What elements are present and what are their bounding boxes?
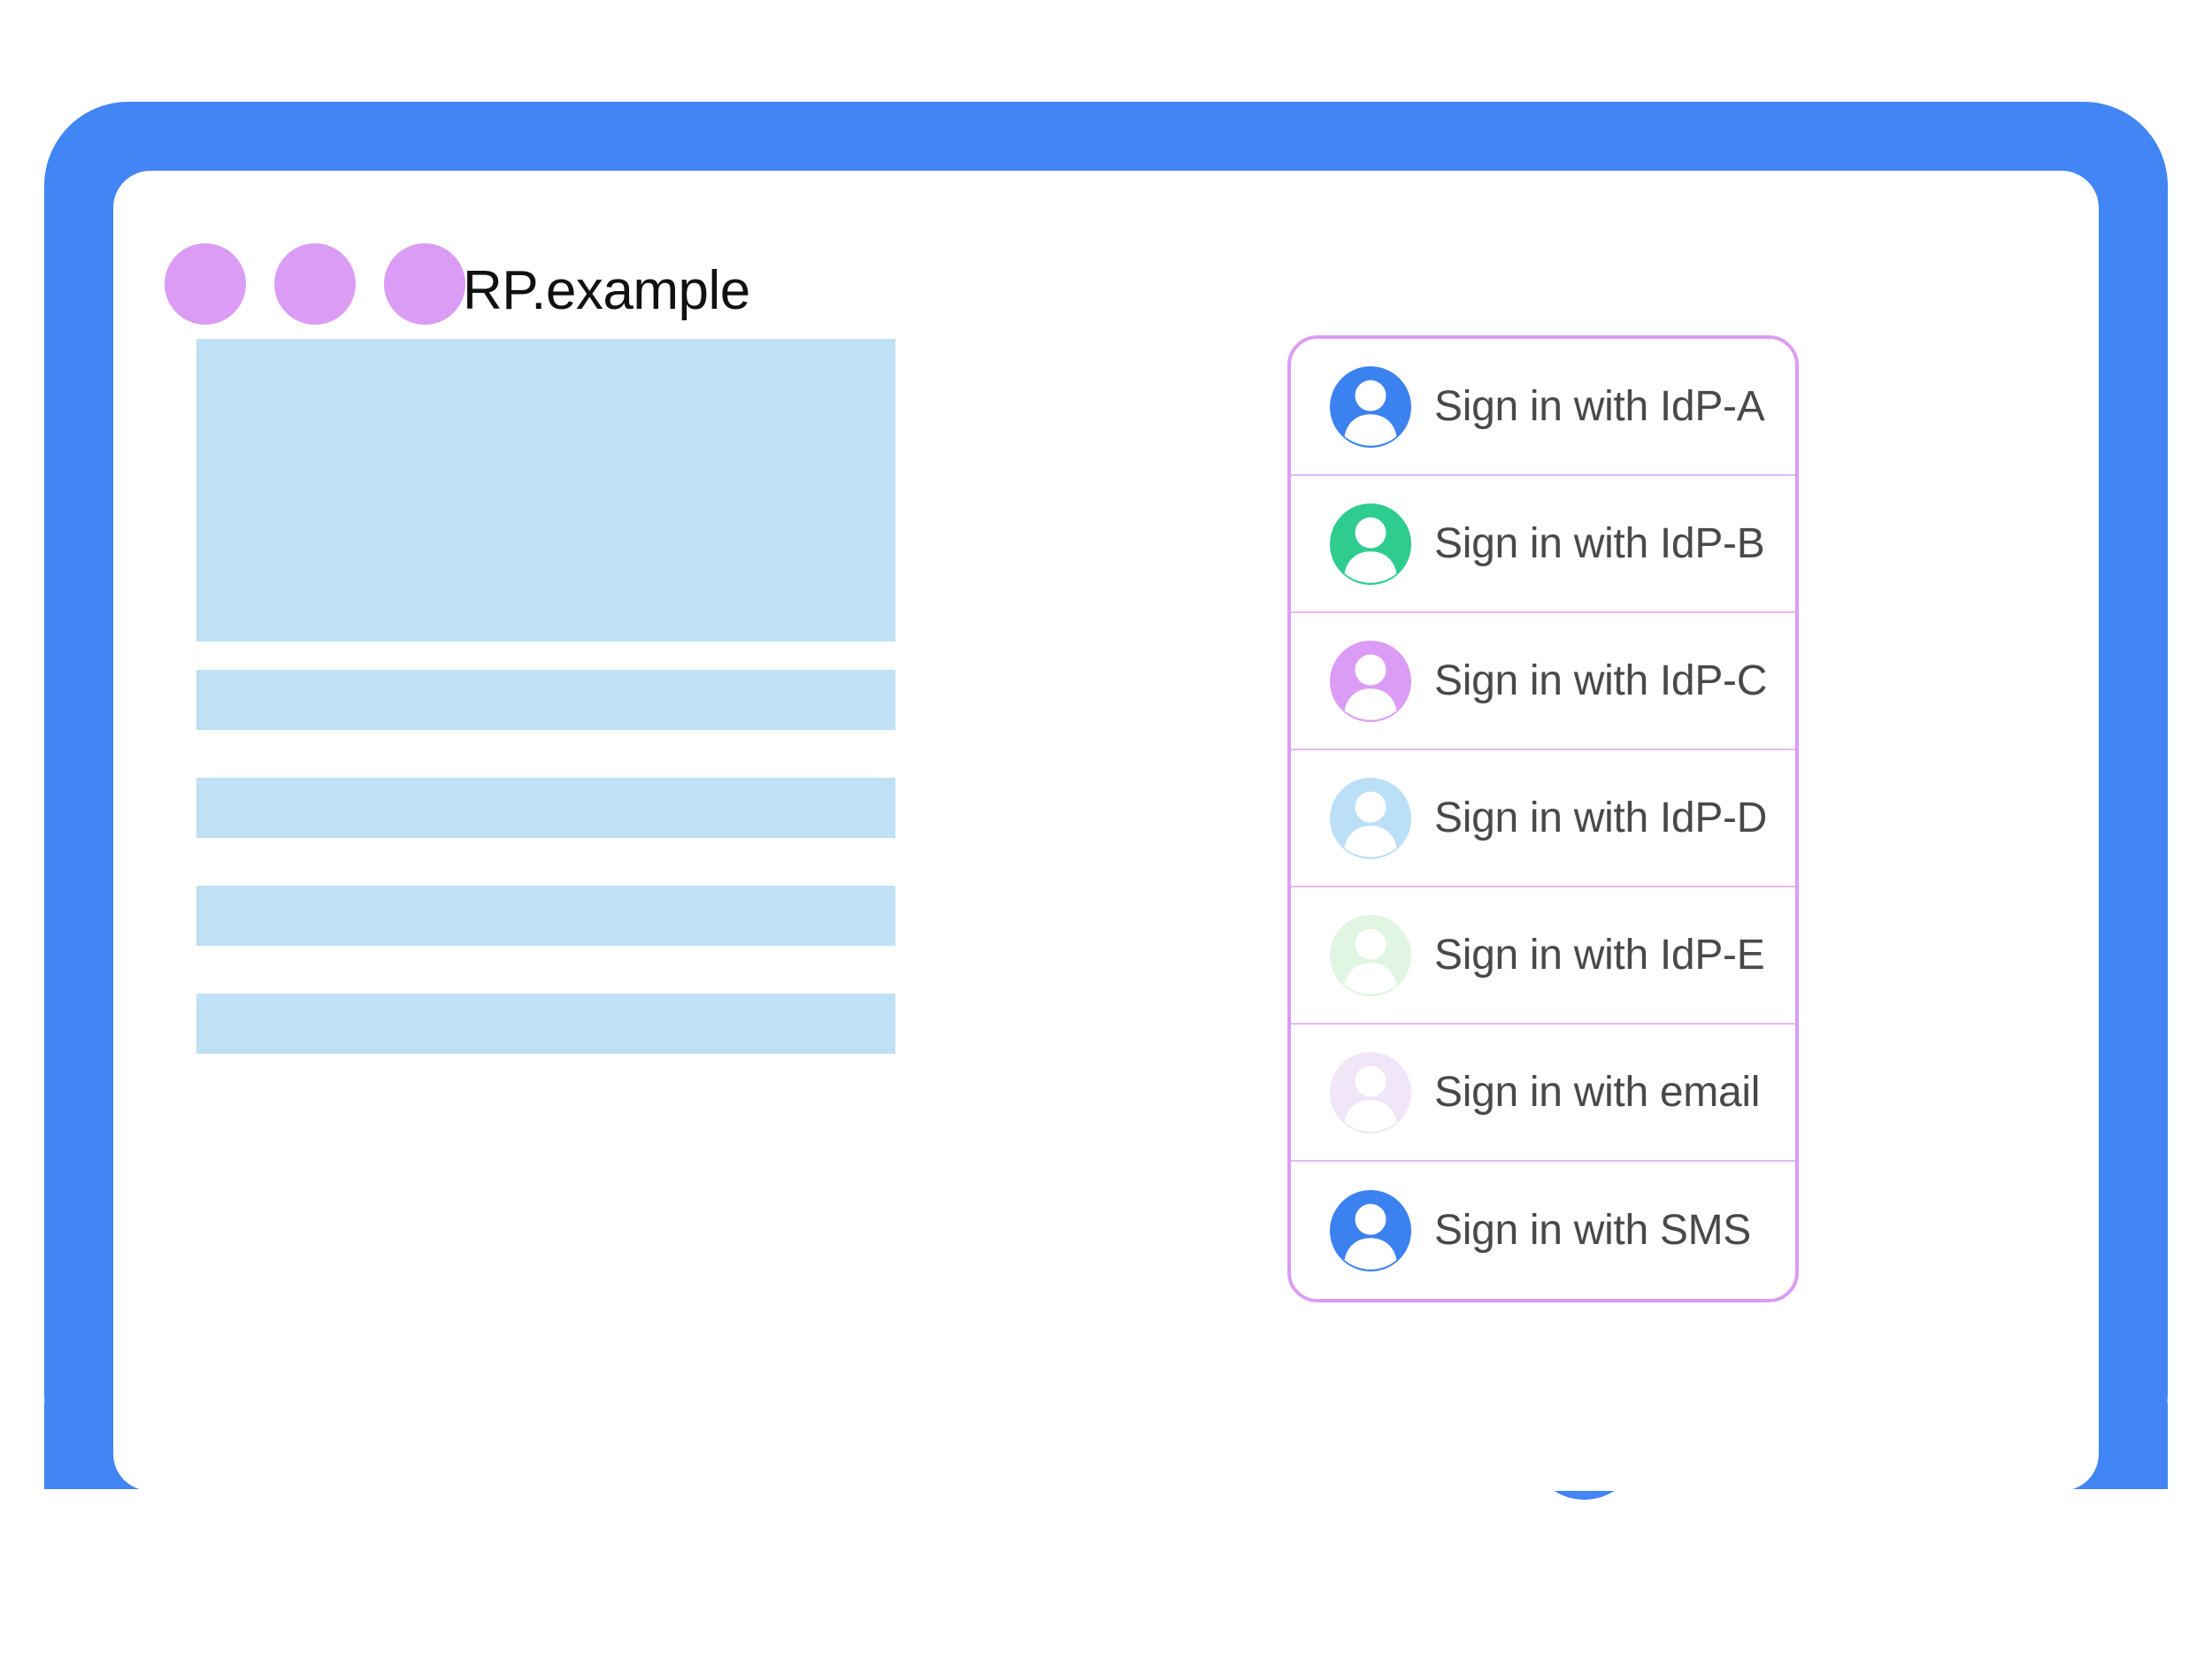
signin-option-label: Sign in with IdP-B (1434, 520, 1765, 567)
signin-option-label: Sign in with SMS (1434, 1207, 1752, 1254)
signin-option-label: Sign in with IdP-E (1434, 932, 1765, 979)
signin-option-row[interactable]: Sign in with SMS (1291, 1162, 1795, 1299)
avatar-icon (1330, 914, 1411, 996)
window-dot-close[interactable] (165, 243, 246, 325)
text-placeholder-4 (196, 994, 895, 1054)
window-dot-maximize[interactable] (384, 243, 465, 325)
signin-option-row[interactable]: Sign in with IdP-B (1291, 476, 1795, 613)
signin-option-row[interactable]: Sign in with IdP-C (1291, 613, 1795, 750)
avatar-icon (1330, 640, 1411, 722)
signin-option-label: Sign in with IdP-C (1434, 657, 1768, 704)
account-chooser-panel: Sign in with IdP-A Sign in with IdP-B Sign… (1287, 335, 1799, 1302)
avatar-icon (1330, 503, 1411, 585)
signin-option-row[interactable]: Sign in with IdP-A (1291, 339, 1795, 476)
text-placeholder-3 (196, 886, 895, 946)
text-placeholder-1 (196, 670, 895, 730)
window-dot-minimize[interactable] (274, 243, 356, 325)
avatar-icon (1330, 777, 1411, 859)
signin-option-label: Sign in with IdP-A (1434, 383, 1765, 430)
window-titlebar: RP.example (113, 171, 2099, 348)
signin-option-label: Sign in with email (1434, 1069, 1761, 1116)
signin-option-label: Sign in with IdP-D (1434, 795, 1768, 841)
avatar-icon (1330, 1051, 1411, 1133)
signin-option-row[interactable]: Sign in with email (1291, 1025, 1795, 1162)
signin-option-row[interactable]: Sign in with IdP-D (1291, 750, 1795, 887)
page-content-placeholders (196, 339, 895, 1102)
avatar-icon (1330, 1189, 1411, 1271)
text-placeholder-2 (196, 778, 895, 838)
avatar-icon (1330, 365, 1411, 448)
signin-option-row[interactable]: Sign in with IdP-E (1291, 887, 1795, 1025)
window-controls (165, 243, 465, 325)
hero-placeholder (196, 339, 895, 641)
page-title: RP.example (463, 260, 750, 321)
